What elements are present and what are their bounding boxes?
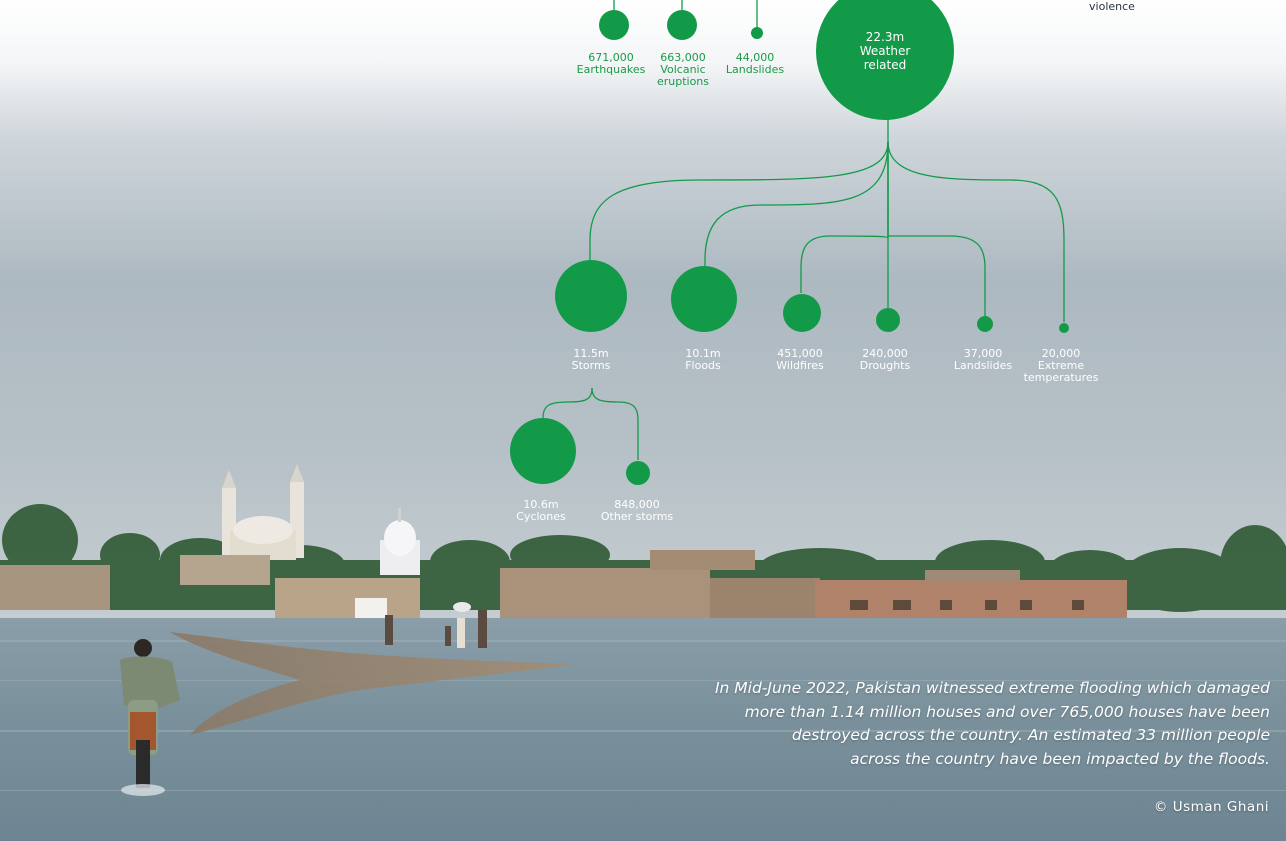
node-other-storms xyxy=(626,461,650,485)
node-weather-related xyxy=(816,0,954,120)
diagram-connectors xyxy=(542,0,1065,460)
label-extreme-temperatures: 20,000 Extreme temperatures xyxy=(1023,347,1099,384)
node-earthquakes xyxy=(599,10,629,40)
node-volcanic-eruptions xyxy=(667,10,697,40)
node-landslides-weather xyxy=(977,316,993,332)
label-earthquakes: 671,000 Earthquakes xyxy=(576,51,646,76)
label-volcanic-eruptions: 663,000 Volcanic eruptions xyxy=(656,51,710,88)
mud-path xyxy=(170,632,575,735)
node-floods xyxy=(671,266,737,332)
label-other-storms: 848,000 Other storms xyxy=(600,498,674,523)
motorcycle-rider xyxy=(120,639,180,796)
node-droughts xyxy=(876,308,900,332)
node-cyclones xyxy=(510,418,576,484)
label-weather-related: 22.3m Weather related xyxy=(859,30,911,72)
category-label-violence: violence xyxy=(1089,0,1135,13)
label-cyclones: 10.6m Cyclones xyxy=(516,498,566,523)
label-storms: 11.5m Storms xyxy=(571,347,611,372)
photo-credit: © Usman Ghani xyxy=(1153,799,1269,815)
village-buildings xyxy=(0,550,1127,623)
label-floods: 10.1m Floods xyxy=(685,347,721,372)
node-landslides-geophysical xyxy=(751,27,763,39)
diagram-nodes xyxy=(510,0,1069,485)
node-wildfires xyxy=(783,294,821,332)
label-landslides-geophysical: 44,000 Landslides xyxy=(725,51,785,76)
photo-caption: In Mid-June 2022, Pakistan witnessed ext… xyxy=(714,679,1270,768)
label-droughts: 240,000 Droughts xyxy=(859,347,911,372)
node-extreme-temperatures xyxy=(1059,323,1069,333)
label-landslides-weather: 37,000 Landslides xyxy=(953,347,1013,372)
people-walking xyxy=(385,602,487,648)
node-storms xyxy=(555,260,627,332)
water-ripples xyxy=(0,640,1286,791)
label-wildfires: 451,000 Wildfires xyxy=(776,347,824,372)
